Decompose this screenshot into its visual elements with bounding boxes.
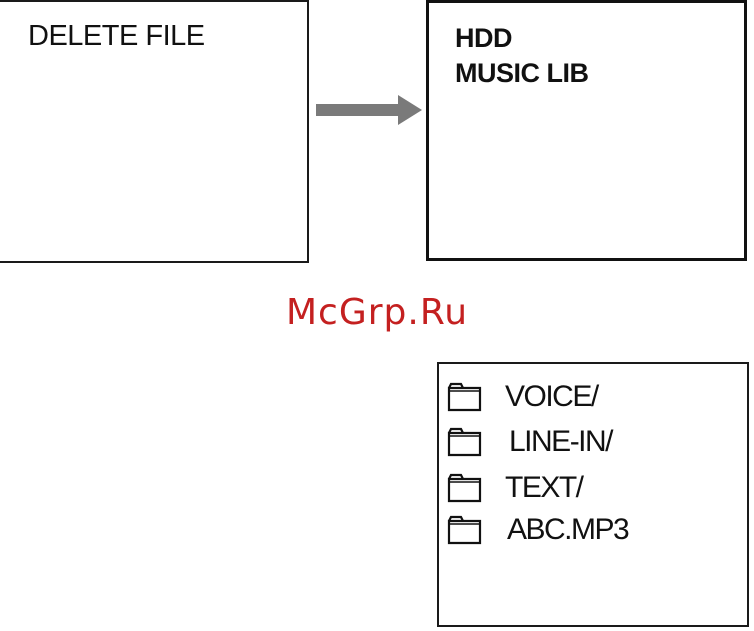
folder-icon bbox=[447, 427, 483, 457]
file-list-item-label: TEXT/ bbox=[505, 471, 583, 505]
watermark: McGrp.Ru bbox=[0, 292, 754, 333]
file-list-item[interactable]: ABC.MP3 bbox=[447, 510, 628, 550]
file-list-item[interactable]: TEXT/ bbox=[447, 468, 583, 508]
file-list-item-label: ABC.MP3 bbox=[507, 513, 628, 547]
arrow-right-icon bbox=[314, 93, 424, 127]
folder-icon bbox=[447, 382, 483, 412]
file-list-item-label: VOICE/ bbox=[505, 380, 598, 414]
file-list-item[interactable]: VOICE/ bbox=[447, 377, 598, 417]
file-list-item[interactable]: LINE-IN/ bbox=[447, 422, 612, 462]
folder-icon bbox=[447, 473, 483, 503]
screen-text-hdd: HDD bbox=[455, 23, 512, 54]
screen-text-delete-file: DELETE FILE bbox=[28, 20, 205, 53]
screen-hdd-menu: HDD MUSIC LIB bbox=[426, 0, 747, 261]
screen-file-list: VOICE/ LINE-IN/ TEXT/ ABC.MP3 bbox=[437, 362, 749, 627]
screen-delete-file: DELETE FILE bbox=[0, 0, 309, 263]
file-list-item-label: LINE-IN/ bbox=[509, 425, 612, 459]
screen-text-music-lib: MUSIC LIB bbox=[455, 58, 589, 89]
folder-icon bbox=[447, 515, 483, 545]
